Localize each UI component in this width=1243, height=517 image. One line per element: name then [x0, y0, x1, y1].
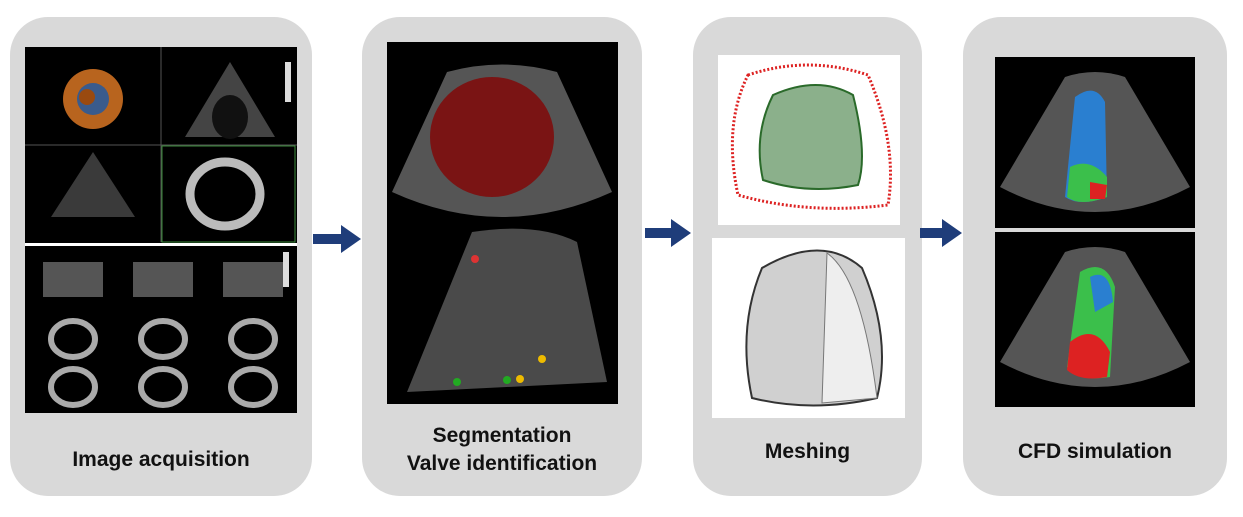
cfd-result-image-top — [995, 57, 1195, 228]
step-label: Meshing — [764, 440, 851, 463]
step-segmentation: Segmentation Valve identification — [362, 17, 642, 496]
arrow-right-icon — [313, 225, 361, 253]
echo-multiview-image — [25, 47, 297, 413]
step-label-secondary: Valve identification — [406, 452, 598, 475]
step-cfd-simulation: CFD simulation — [963, 17, 1227, 496]
arrow-right-icon — [920, 219, 962, 247]
surface-mesh-image — [712, 238, 905, 418]
cfd-result-image-bottom — [995, 232, 1195, 407]
arrow-right-icon — [645, 219, 691, 247]
step-label: CFD simulation — [1017, 440, 1172, 463]
step-label: Image acquisition — [72, 448, 250, 471]
step-label: Segmentation — [432, 424, 572, 447]
segmentation-image — [387, 42, 618, 404]
step-image-acquisition: Image acquisition — [10, 17, 312, 496]
wireframe-mesh-image — [718, 55, 900, 225]
step-meshing: Meshing — [693, 17, 922, 496]
